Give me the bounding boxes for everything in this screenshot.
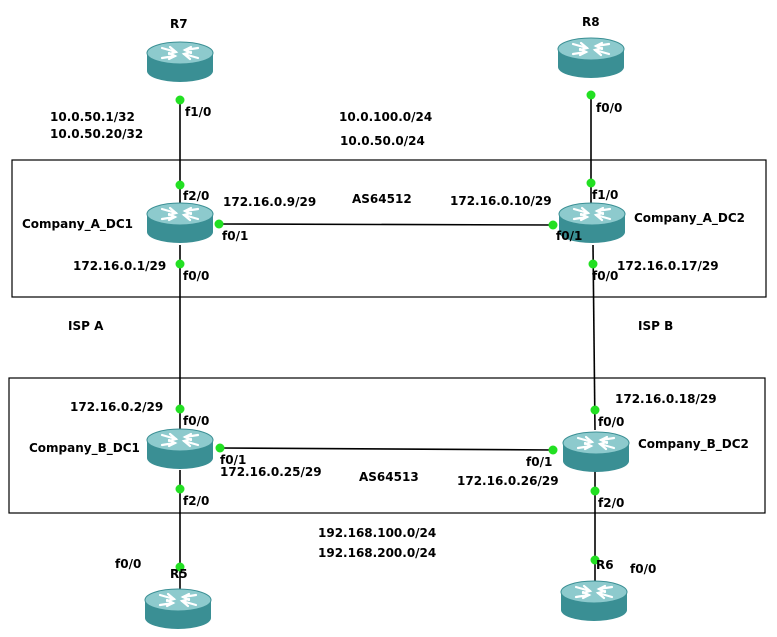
network-label: 10.0.100.0/24 — [339, 110, 432, 124]
router-label-company-a-dc1: Company_A_DC1 — [22, 217, 133, 232]
router-r7[interactable] — [145, 40, 215, 84]
link-b-dc1-b-dc2 — [219, 447, 554, 451]
links — [179, 95, 596, 595]
router-label-r6: R6 — [596, 558, 614, 572]
interface-dot — [586, 90, 596, 100]
as-label-company-b: AS64513 — [359, 470, 419, 484]
router-label-company-b-dc2: Company_B_DC2 — [638, 437, 749, 452]
network-label: 192.168.100.0/24 — [318, 526, 436, 540]
router-label-company-a-dc2: Company_A_DC2 — [634, 211, 745, 226]
interface-dot — [215, 443, 225, 453]
interface-dot — [588, 259, 598, 269]
network-label: 192.168.200.0/24 — [318, 546, 436, 560]
router-r6[interactable] — [559, 579, 629, 623]
interface-dots — [175, 90, 600, 572]
interface-dot — [175, 562, 185, 572]
router-label-company-b-dc1: Company_B_DC1 — [29, 441, 140, 456]
isp-label-b: ISP B — [638, 319, 673, 333]
interface-dot — [175, 180, 185, 190]
router-r5[interactable] — [143, 587, 213, 631]
ip-label: 172.16.0.9/29 — [223, 195, 316, 209]
interface-dot — [175, 259, 185, 269]
interface-label: f0/1 — [526, 455, 552, 469]
company-b-region-box — [8, 377, 766, 514]
interface-label: f0/0 — [183, 414, 209, 428]
isp-label-a: ISP A — [68, 319, 104, 333]
interface-dot — [590, 405, 600, 415]
interface-label: f0/1 — [220, 453, 246, 467]
interface-dot — [586, 178, 596, 188]
interface-label: f2/0 — [598, 496, 624, 510]
router-label-r8: R8 — [582, 15, 600, 29]
interface-dot — [548, 220, 558, 230]
router-company-b-dc2[interactable] — [561, 430, 631, 474]
interface-label: f0/0 — [598, 415, 624, 429]
ip-label: 172.16.0.18/29 — [615, 392, 717, 406]
interface-dot — [590, 486, 600, 496]
company-a-region-box — [11, 159, 767, 298]
network-label: 10.0.50.0/24 — [340, 134, 425, 148]
ip-label: 172.16.0.26/29 — [457, 474, 559, 488]
interface-label: f2/0 — [183, 189, 209, 203]
link-a-dc2-b-dc2 — [592, 244, 596, 431]
interface-label: f0/0 — [115, 557, 141, 571]
ip-label: 172.16.0.10/29 — [450, 194, 552, 208]
interface-dot — [590, 555, 600, 565]
interface-dot — [175, 95, 185, 105]
interface-dot — [175, 484, 185, 494]
interface-dot — [548, 445, 558, 455]
router-company-b-dc1[interactable] — [145, 427, 215, 471]
link-a-dc1-a-dc2 — [218, 223, 554, 226]
as-label-company-a: AS64512 — [352, 192, 412, 206]
router-company-a-dc1[interactable] — [145, 201, 215, 245]
ip-label: 172.16.0.25/29 — [220, 465, 322, 479]
interface-label: f0/0 — [596, 101, 622, 115]
interface-label: f1/0 — [185, 105, 211, 119]
interface-label: f2/0 — [183, 494, 209, 508]
ip-label: 172.16.0.1/29 — [73, 259, 166, 273]
ip-label: 172.16.0.17/29 — [617, 259, 719, 273]
interface-label: f0/0 — [183, 269, 209, 283]
interface-dot — [175, 404, 185, 414]
network-label: 10.0.50.1/32 — [50, 110, 135, 124]
router-label-r7: R7 — [170, 17, 188, 31]
interface-dot — [214, 219, 224, 229]
interface-label: f0/1 — [222, 229, 248, 243]
interface-label: f0/1 — [556, 229, 582, 243]
network-label: 10.0.50.20/32 — [50, 127, 143, 141]
interface-label: f0/0 — [630, 562, 656, 576]
interface-label: f1/0 — [592, 188, 618, 202]
ip-label: 172.16.0.2/29 — [70, 400, 163, 414]
router-label-r5: R5 — [170, 567, 188, 581]
interface-label: f0/0 — [592, 269, 618, 283]
router-r8[interactable] — [556, 36, 626, 80]
